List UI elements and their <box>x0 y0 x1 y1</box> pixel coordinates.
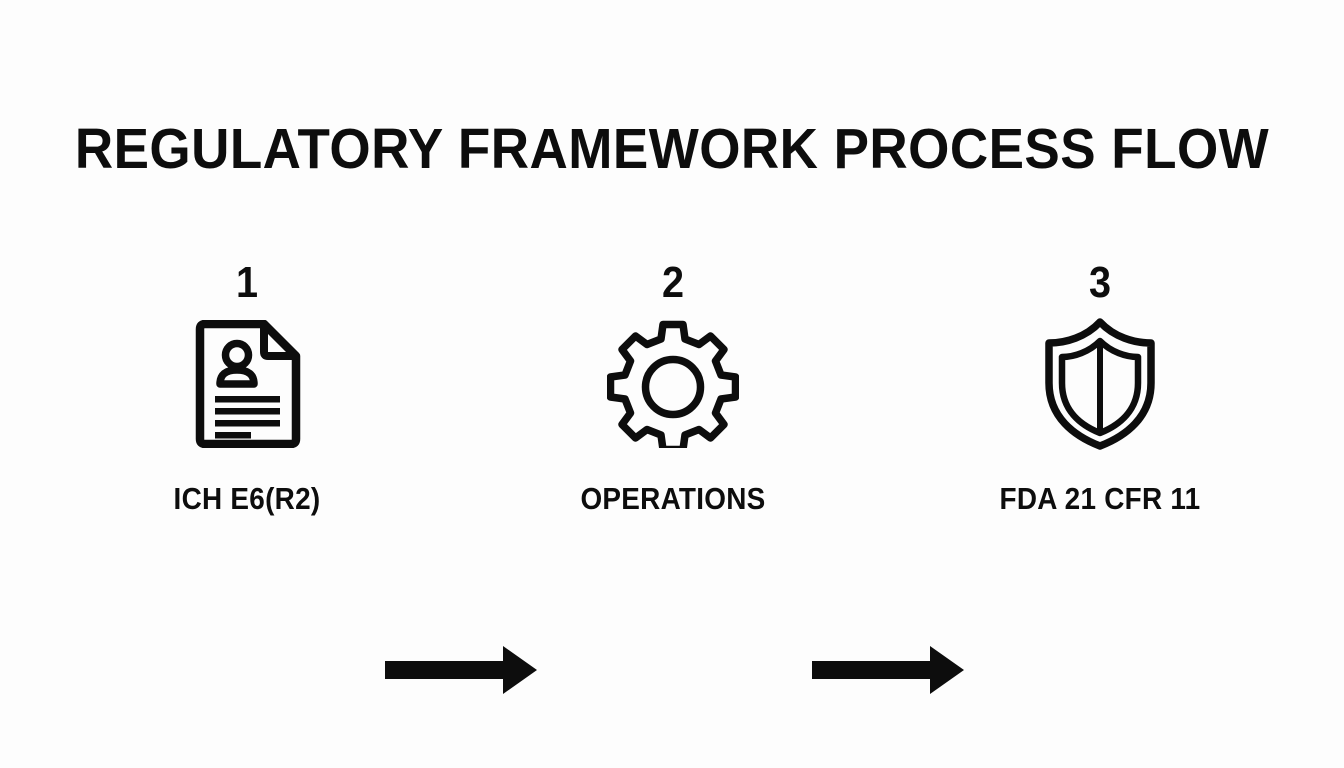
step-label-2: OPERATIONS <box>580 481 766 516</box>
step-number-3: 3 <box>1088 258 1112 307</box>
page-title: REGULATORY FRAMEWORK PROCESS FLOW <box>74 117 1270 181</box>
step-icon-1 <box>97 314 397 454</box>
gear-icon <box>607 320 739 448</box>
connector-arrow-1 <box>381 644 541 696</box>
arrow-right-icon <box>812 646 964 694</box>
process-step-1: 1 ICH E6(R2) <box>97 258 397 558</box>
step-label-3: FDA 21 CFR 11 <box>999 481 1201 516</box>
process-step-2: 2 OP <box>523 258 823 558</box>
process-flow: 1 ICH E6(R2) <box>0 258 1344 694</box>
step-icon-2 <box>523 314 823 454</box>
shield-icon <box>1045 318 1155 450</box>
step-number-1: 1 <box>235 258 259 307</box>
step-icon-3 <box>950 314 1250 454</box>
process-step-3: 3 FDA 21 CFR 11 <box>950 258 1250 558</box>
arrow-right-icon <box>385 646 537 694</box>
document-person-icon <box>195 320 301 448</box>
step-label-1: ICH E6(R2) <box>173 481 321 516</box>
step-number-2: 2 <box>661 258 685 307</box>
connector-arrow-2 <box>808 644 968 696</box>
